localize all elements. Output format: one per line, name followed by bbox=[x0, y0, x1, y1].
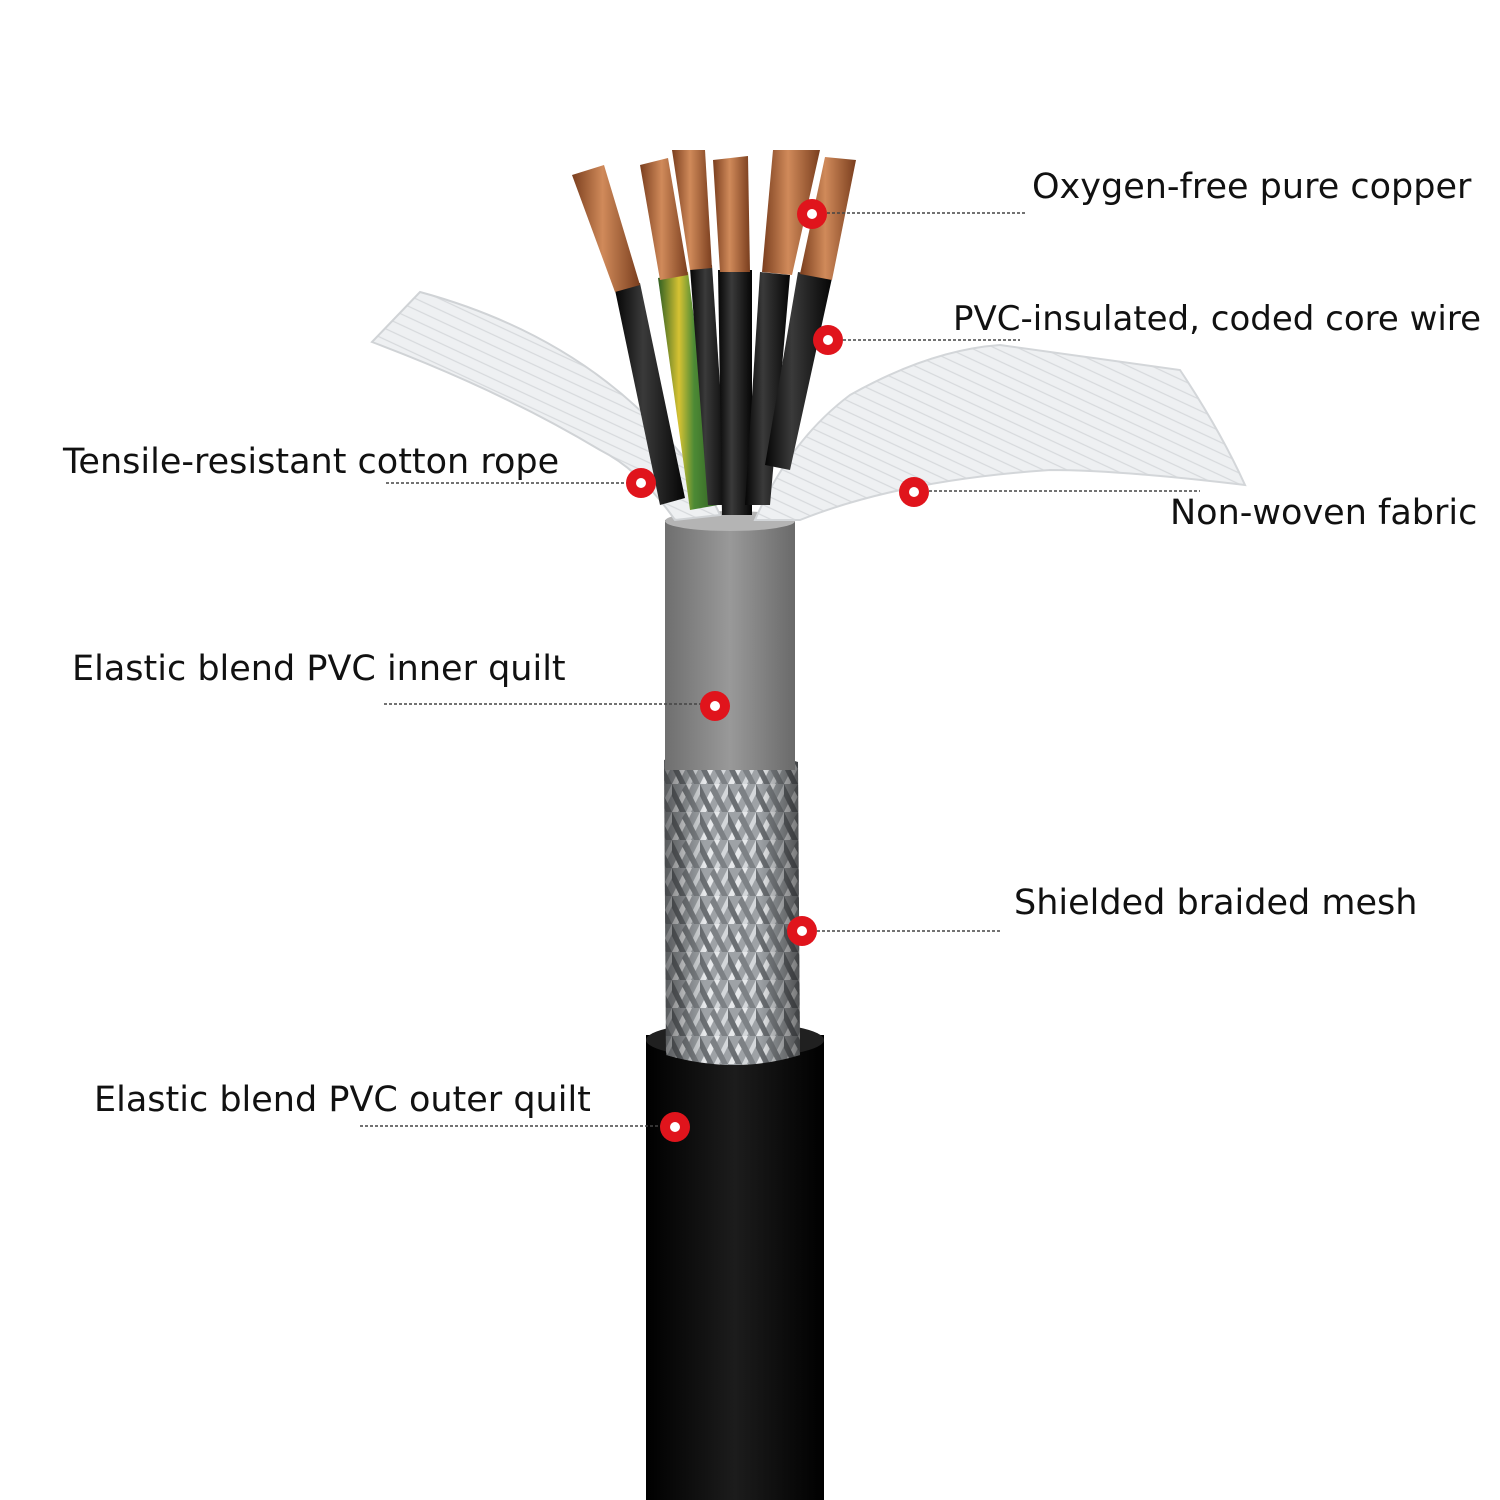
marker-copper bbox=[797, 199, 827, 229]
braided-shield bbox=[664, 750, 800, 1065]
label-tensile-resistant-cotton-rope: Tensile-resistant cotton rope bbox=[63, 442, 560, 482]
marker-braided-mesh bbox=[787, 916, 817, 946]
label-oxygen-free-pure-copper: Oxygen-free pure copper bbox=[1032, 167, 1472, 207]
marker-core-wire bbox=[813, 325, 843, 355]
marker-inner-quilt bbox=[700, 691, 730, 721]
inner-sheath bbox=[665, 511, 795, 770]
label-pvc-insulated-core-wire: PVC-insulated, coded core wire bbox=[953, 299, 1481, 339]
label-elastic-blend-pvc-inner-quilt: Elastic blend PVC inner quilt bbox=[72, 649, 566, 689]
label-elastic-blend-pvc-outer-quilt: Elastic blend PVC outer quilt bbox=[94, 1080, 591, 1120]
marker-outer-quilt bbox=[660, 1112, 690, 1142]
marker-cotton-rope bbox=[626, 468, 656, 498]
label-shielded-braided-mesh: Shielded braided mesh bbox=[1014, 883, 1418, 923]
insulated-cores bbox=[615, 265, 832, 515]
cotton-rope bbox=[370, 290, 722, 522]
copper-strands bbox=[572, 150, 856, 292]
non-woven-fabric-wrap bbox=[753, 343, 1247, 521]
outer-sheath bbox=[646, 1022, 824, 1500]
label-non-woven-fabric: Non-woven fabric bbox=[1170, 493, 1478, 533]
marker-non-woven bbox=[899, 477, 929, 507]
callout-markers bbox=[626, 199, 929, 1142]
leader-lines bbox=[360, 212, 1200, 1127]
